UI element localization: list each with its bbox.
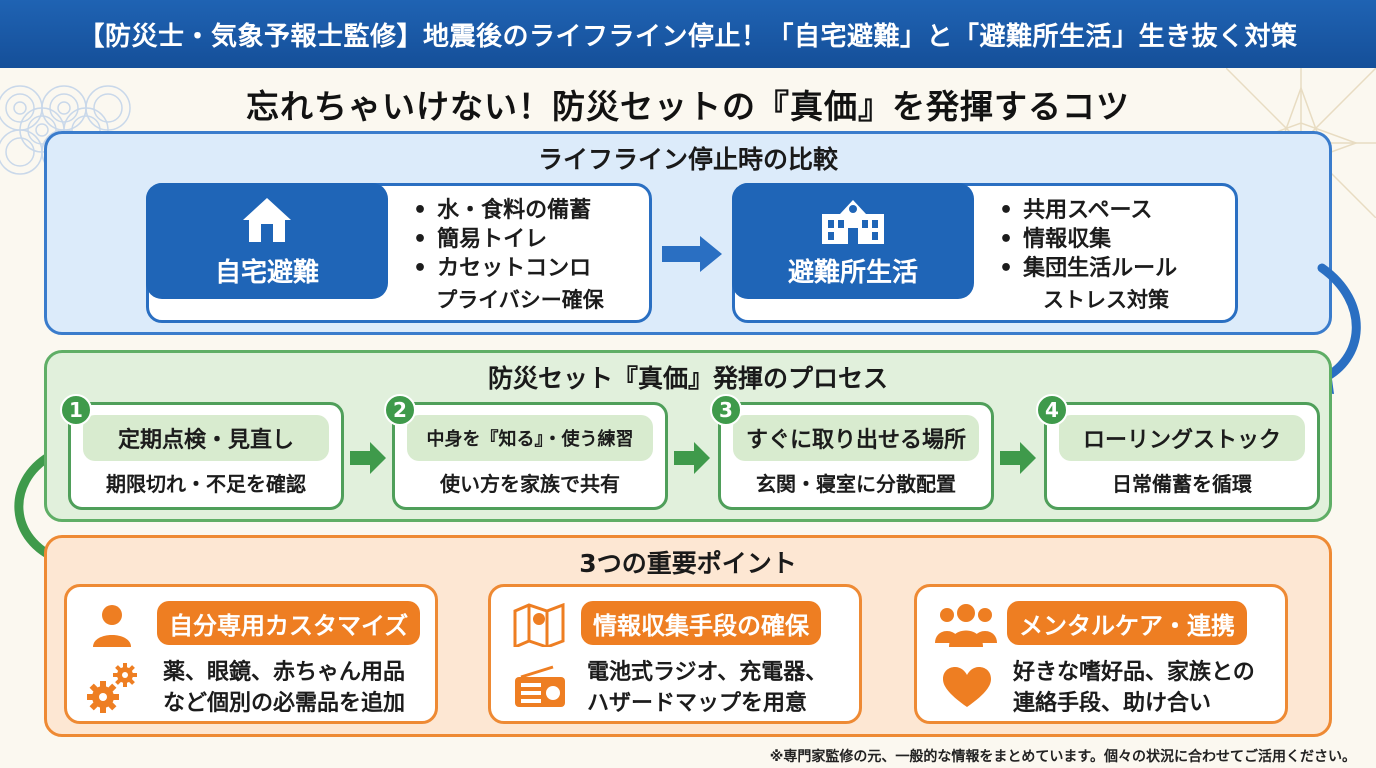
shelter-life-tag: 避難所生活 xyxy=(732,183,974,299)
step-title: 中身を『知る』・使う練習 xyxy=(407,415,653,461)
step-number-badge: 3 xyxy=(710,394,742,426)
list-item: 共用スペース xyxy=(999,196,1177,225)
point-card-customize: 自分専用カスタマイズ 薬、眼鏡、赤ちゃん用品 など個別の必需品を追加 xyxy=(64,584,438,724)
arrow-right-icon xyxy=(1000,442,1036,474)
list-item: カセットコンロ xyxy=(413,254,591,283)
list-item: 簡易トイレ xyxy=(413,225,591,254)
point-line: 電池式ラジオ、充電器、 xyxy=(587,660,828,685)
school-building-icon xyxy=(822,199,884,244)
process-step-4: ローリングストック 日常備蓄を循環 xyxy=(1044,402,1320,510)
shelter-life-footer: ストレス対策 xyxy=(1043,288,1169,312)
home-evacuation-list: 水・食料の備蓄 簡易トイレ カセットコンロ xyxy=(413,196,591,283)
point-card-mental-care: メンタルケア・連携 好きな嗜好品、家族との 連絡手段、助け合い xyxy=(914,584,1288,724)
point-body: 好きな嗜好品、家族との 連絡手段、助け合い xyxy=(1013,657,1255,719)
footnote: ※専門家監修の元、一般的な情報をまとめています。個々の状況に合わせてご活用くださ… xyxy=(769,749,1356,765)
arrow-right-icon xyxy=(662,236,722,272)
point-line: 連絡手段、助け合い xyxy=(1013,691,1212,716)
heart-icon xyxy=(943,667,991,707)
point-body: 電池式ラジオ、充電器、 ハザードマップを用意 xyxy=(587,657,827,719)
point-line: 薬、眼鏡、赤ちゃん用品 xyxy=(163,660,406,685)
home-evacuation-footer: プライバシー確保 xyxy=(436,288,604,312)
home-evacuation-label: 自宅避難 xyxy=(214,257,319,288)
step-number-badge: 2 xyxy=(384,394,416,426)
list-item: 水・食料の備蓄 xyxy=(413,196,591,225)
arrow-right-icon xyxy=(674,442,710,474)
step-number-badge: 1 xyxy=(60,394,92,426)
step-subtitle: 日常備蓄を循環 xyxy=(1112,472,1252,496)
step-number-badge: 4 xyxy=(1036,394,1068,426)
house-icon xyxy=(243,197,291,242)
point-card-information: 情報収集手段の確保 電池式ラジオ、充電器、 ハザードマップを用意 xyxy=(488,584,862,724)
step-title: 定期点検・見直し xyxy=(83,415,329,461)
step-subtitle: 玄関・寝室に分散配置 xyxy=(756,472,956,496)
step-title: ローリングストック xyxy=(1059,415,1305,461)
point-title: メンタルケア・連携 xyxy=(1007,601,1247,645)
point-title: 自分専用カスタマイズ xyxy=(157,601,421,645)
point-line: など個別の必需品を追加 xyxy=(163,691,406,716)
shelter-life-label: 避難所生活 xyxy=(787,257,918,288)
home-evacuation-tag: 自宅避難 xyxy=(146,183,388,299)
person-icon xyxy=(93,605,131,647)
point-body: 薬、眼鏡、赤ちゃん用品 など個別の必需品を追加 xyxy=(163,657,405,719)
step-title: すぐに取り出せる場所 xyxy=(733,415,979,461)
step-subtitle: 期限切れ・不足を確認 xyxy=(106,472,306,496)
list-item: 集団生活ルール xyxy=(999,254,1177,283)
group-icon xyxy=(935,604,997,647)
point-title: 情報収集手段の確保 xyxy=(581,601,821,645)
header-banner: 【防災士・気象予報士監修】地震後のライフライン停止！「自宅避難」と「避難所生活」… xyxy=(0,0,1376,68)
header-title: 【防災士・気象予報士監修】地震後のライフライン停止！「自宅避難」と「避難所生活」… xyxy=(78,21,1298,52)
arrow-right-icon xyxy=(350,442,386,474)
shelter-life-list: 共用スペース 情報収集 集団生活ルール xyxy=(999,196,1177,283)
points-title: 3つの重要ポイント xyxy=(579,549,797,578)
step-subtitle: 使い方を家族で共有 xyxy=(440,472,620,496)
gears-icon xyxy=(87,663,137,713)
wave-pattern-left xyxy=(0,85,131,175)
main-title: 忘れちゃいけない！防災セットの『真価』を発揮するコツ xyxy=(246,87,1130,126)
process-step-3: すぐに取り出せる場所 玄関・寝室に分散配置 xyxy=(718,402,994,510)
map-icon xyxy=(513,603,565,647)
process-step-1: 定期点検・見直し 期限切れ・不足を確認 xyxy=(68,402,344,510)
home-evacuation-card: 自宅避難 水・食料の備蓄 簡易トイレ カセットコンロ プライバシー確保 xyxy=(146,183,652,323)
comparison-title: ライフライン停止時の比較 xyxy=(537,145,838,174)
point-line: 好きな嗜好品、家族との xyxy=(1013,660,1255,685)
point-line: ハザードマップを用意 xyxy=(587,691,808,716)
radio-icon xyxy=(515,665,565,707)
process-title: 防災セット『真価』発揮のプロセス xyxy=(487,364,888,393)
shelter-life-card: 避難所生活 共用スペース 情報収集 集団生活ルール ストレス対策 xyxy=(732,183,1238,323)
process-step-2: 中身を『知る』・使う練習 使い方を家族で共有 xyxy=(392,402,668,510)
list-item: 情報収集 xyxy=(999,225,1177,254)
